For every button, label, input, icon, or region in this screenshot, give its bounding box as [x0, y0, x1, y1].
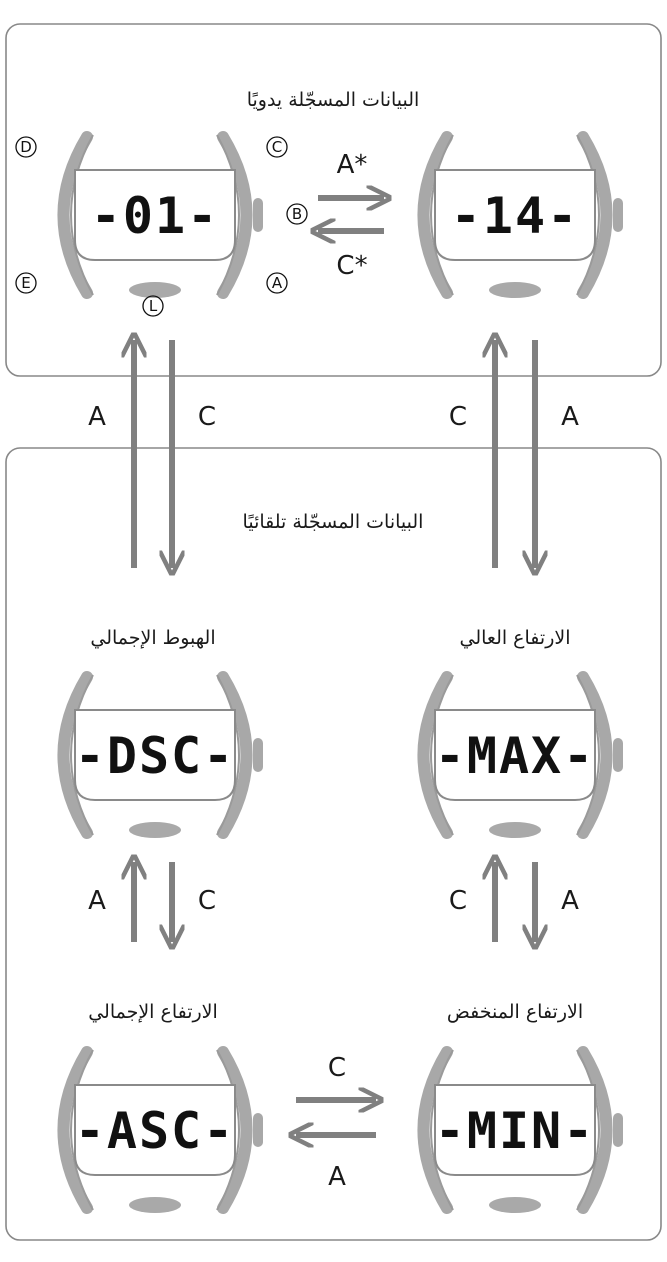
- arrow-label-bottom-c: C: [328, 1053, 346, 1083]
- min-caption: الارتفاع المنخفض: [447, 1001, 583, 1023]
- svg-text:L: L: [149, 297, 158, 315]
- max-caption: الارتفاع العالي: [459, 627, 570, 649]
- auto-section-title: البيانات المسجّلة تلقائيًا: [243, 511, 424, 533]
- watch-01-display: -01-: [91, 187, 219, 245]
- watch-max: -MAX-: [424, 675, 624, 838]
- arrow-label-max-down: A: [561, 886, 579, 916]
- watch-dsc-display: -DSC-: [75, 727, 236, 785]
- arrow-label-right-down: A: [561, 402, 579, 432]
- auto-section-frame: [5, 447, 662, 1241]
- watch-max-display: -MAX-: [435, 727, 596, 785]
- button-e-label: E: [15, 272, 37, 294]
- button-a-label: A: [266, 272, 288, 294]
- arrow-label-dsc-down: C: [198, 886, 216, 916]
- arrow-label-left-up: A: [88, 402, 106, 432]
- arrow-label-right-up: C: [449, 402, 467, 432]
- arrow-label-dsc-up: A: [88, 886, 106, 916]
- svg-text:E: E: [21, 274, 30, 292]
- arrow-label-left-down: C: [198, 402, 216, 432]
- svg-text:B: B: [292, 205, 302, 223]
- manual-section-title: البيانات المسجّلة يدويًا: [247, 89, 420, 111]
- arrow-label-bottom-a: A: [328, 1162, 346, 1192]
- watch-min-display: -MIN-: [435, 1102, 596, 1160]
- watch-dsc: -DSC-: [64, 675, 264, 838]
- button-b-label: B: [286, 203, 308, 225]
- button-l-label: L: [142, 295, 164, 317]
- watch-asc: -ASC-: [64, 1050, 264, 1213]
- svg-text:A: A: [272, 274, 283, 292]
- button-c-label: C: [266, 136, 288, 158]
- watch-14: -14-: [424, 135, 624, 298]
- arrow-label-max-up: C: [449, 886, 467, 916]
- watch-14-display: -14-: [451, 187, 579, 245]
- arrow-label-c-star: C*: [336, 251, 367, 281]
- watch-01: -01-: [64, 135, 264, 298]
- watch-asc-display: -ASC-: [75, 1102, 236, 1160]
- svg-text:D: D: [20, 138, 32, 156]
- manual-section-frame: [5, 23, 662, 377]
- asc-caption: الارتفاع الإجمالي: [88, 1001, 218, 1023]
- arrow-label-a-star: A*: [337, 150, 368, 180]
- dsc-caption: الهبوط الإجمالي: [90, 627, 215, 649]
- button-d-label: D: [15, 136, 37, 158]
- svg-text:C: C: [272, 138, 282, 156]
- watch-min: -MIN-: [424, 1050, 624, 1213]
